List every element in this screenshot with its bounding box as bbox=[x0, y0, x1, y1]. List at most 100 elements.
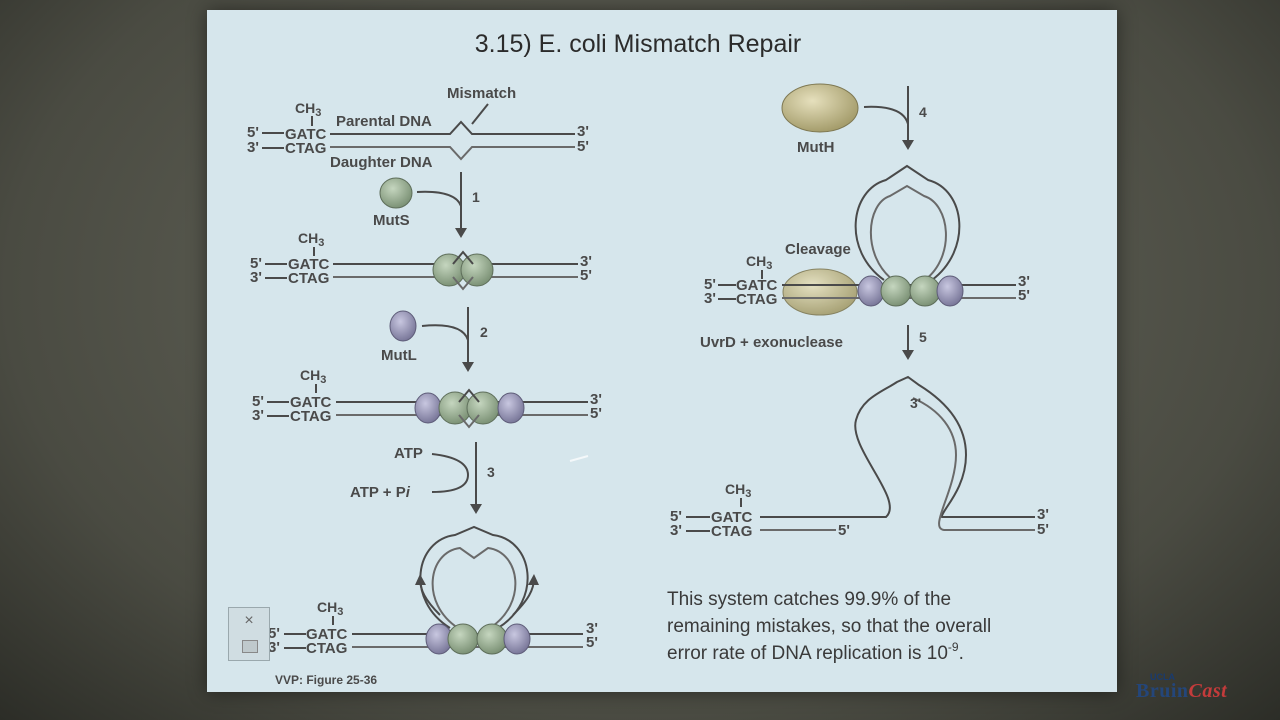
three-prime-label: 3' bbox=[910, 395, 921, 411]
five-prime-label: 5' bbox=[247, 124, 259, 141]
uvrd-exonuclease-label: UvrD + exonuclease bbox=[700, 334, 843, 351]
block-muts-bound: CH3 5' 3' GATC CTAG 3' 5' bbox=[250, 230, 592, 291]
five-prime-label: 5' bbox=[1037, 521, 1049, 538]
caption-line-1: This system catches 99.9% of the bbox=[667, 589, 951, 610]
five-prime-label: 5' bbox=[580, 267, 592, 284]
block-cleavage: Cleavage CH3 5' 3' GATC CTAG 3' 5' bbox=[704, 164, 1030, 316]
three-prime-label: 3' bbox=[250, 269, 262, 286]
ctag-label: CTAG bbox=[736, 291, 777, 308]
image-icon[interactable] bbox=[242, 640, 258, 653]
step-2: MutL 2 bbox=[381, 307, 488, 372]
step-number: 5 bbox=[919, 329, 927, 345]
five-prime-label: 5' bbox=[268, 625, 280, 642]
viewer-widget: × bbox=[228, 607, 270, 661]
step-number: 3 bbox=[487, 464, 495, 480]
muts-protein bbox=[466, 391, 500, 425]
muts-protein bbox=[438, 391, 472, 425]
gatc-label: GATC bbox=[736, 277, 778, 294]
muts-protein bbox=[447, 623, 479, 655]
step-3: ATP ATP + Pi 3 bbox=[350, 442, 589, 514]
three-prime-label: 3' bbox=[1037, 506, 1049, 523]
ctag-label: CTAG bbox=[711, 523, 752, 540]
three-prime-label: 3' bbox=[670, 522, 682, 539]
block-mutl-bound: CH3 5' 3' GATC CTAG 3' 5' bbox=[252, 367, 602, 429]
mutl-protein bbox=[414, 392, 442, 424]
step-4: MutH 4 bbox=[781, 83, 927, 156]
step-1: MutS 1 bbox=[373, 172, 480, 238]
five-prime-label: 5' bbox=[577, 138, 589, 155]
ch3-label: CH3 bbox=[725, 481, 751, 500]
muts-protein bbox=[909, 275, 941, 307]
mutl-label: MutL bbox=[381, 347, 417, 364]
gatc-label: GATC bbox=[288, 256, 330, 273]
logo-ucla: UCLA bbox=[1150, 672, 1175, 682]
mutl-protein bbox=[857, 275, 885, 307]
ch3-label: CH3 bbox=[295, 100, 321, 119]
mutl-protein bbox=[497, 392, 525, 424]
five-prime-label: 5' bbox=[590, 405, 602, 422]
muts-protein bbox=[460, 253, 494, 287]
ctag-label: CTAG bbox=[285, 140, 326, 157]
three-prime-label: 3' bbox=[1018, 273, 1030, 290]
block-initial-dna: CH3 5' 3' GATC CTAG Parental DNA Daughte… bbox=[247, 85, 589, 171]
atp-pi-label: ATP + Pi bbox=[350, 484, 411, 501]
slide-title: 3.15) E. coli Mismatch Repair bbox=[475, 30, 802, 58]
gatc-label: GATC bbox=[711, 509, 753, 526]
five-prime-label: 5' bbox=[586, 634, 598, 651]
five-prime-label: 5' bbox=[670, 508, 682, 525]
muth-protein bbox=[781, 83, 859, 133]
caption-line-2: remaining mistakes, so that the overall bbox=[667, 616, 991, 637]
muts-protein bbox=[476, 623, 508, 655]
ch3-label: CH3 bbox=[298, 230, 324, 249]
step-number: 2 bbox=[480, 324, 488, 340]
mutl-protein bbox=[389, 310, 417, 342]
five-prime-label: 5' bbox=[252, 393, 264, 410]
five-prime-label: 5' bbox=[838, 522, 850, 539]
ch3-label: CH3 bbox=[746, 253, 772, 272]
ctag-label: CTAG bbox=[288, 270, 329, 287]
gatc-label: GATC bbox=[290, 394, 332, 411]
gatc-label: GATC bbox=[285, 126, 327, 143]
three-prime-label: 3' bbox=[586, 620, 598, 637]
step-number: 1 bbox=[472, 189, 480, 205]
mutl-protein bbox=[936, 275, 964, 307]
three-prime-label: 3' bbox=[268, 639, 280, 656]
parental-dna-label: Parental DNA bbox=[336, 113, 432, 130]
block-excised: CH3 5' 3' GATC CTAG 5' 3' 3' 5' bbox=[670, 375, 1049, 540]
three-prime-label: 3' bbox=[577, 123, 589, 140]
muts-protein bbox=[432, 253, 466, 287]
five-prime-label: 5' bbox=[1018, 287, 1030, 304]
daughter-dna-label: Daughter DNA bbox=[330, 154, 433, 171]
block-loop: CH3 5' 3' GATC CTAG 3' 5' bbox=[268, 525, 598, 657]
ctag-label: CTAG bbox=[306, 640, 347, 657]
close-icon[interactable]: × bbox=[244, 612, 254, 629]
muts-protein bbox=[880, 275, 912, 307]
caption-line-3: error rate of DNA replication is 10-9. bbox=[667, 640, 964, 664]
caption: This system catches 99.9% of the remaini… bbox=[667, 589, 991, 664]
mutl-protein bbox=[503, 623, 531, 655]
five-prime-label: 5' bbox=[704, 276, 716, 293]
step-number: 4 bbox=[919, 104, 927, 120]
laser-pointer bbox=[569, 455, 589, 462]
ch3-label: CH3 bbox=[317, 599, 343, 618]
bruincast-logo: BruinCast bbox=[1136, 680, 1228, 702]
atp-label: ATP bbox=[394, 445, 423, 462]
ctag-label: CTAG bbox=[290, 408, 331, 425]
muts-protein bbox=[379, 177, 413, 209]
slide bbox=[207, 10, 1117, 692]
gatc-label: GATC bbox=[306, 626, 348, 643]
three-prime-label: 3' bbox=[247, 139, 259, 156]
three-prime-label: 3' bbox=[704, 290, 716, 307]
three-prime-label: 3' bbox=[580, 253, 592, 270]
mismatch-label: Mismatch bbox=[447, 85, 516, 102]
five-prime-label: 5' bbox=[250, 255, 262, 272]
three-prime-label: 3' bbox=[590, 391, 602, 408]
step-5: UvrD + exonuclease 5 bbox=[700, 325, 927, 360]
three-prime-label: 3' bbox=[252, 407, 264, 424]
muth-label: MutH bbox=[797, 139, 835, 156]
ch3-label: CH3 bbox=[300, 367, 326, 386]
muts-label: MutS bbox=[373, 212, 410, 229]
muth-protein bbox=[782, 268, 858, 316]
cleavage-label: Cleavage bbox=[785, 241, 851, 258]
